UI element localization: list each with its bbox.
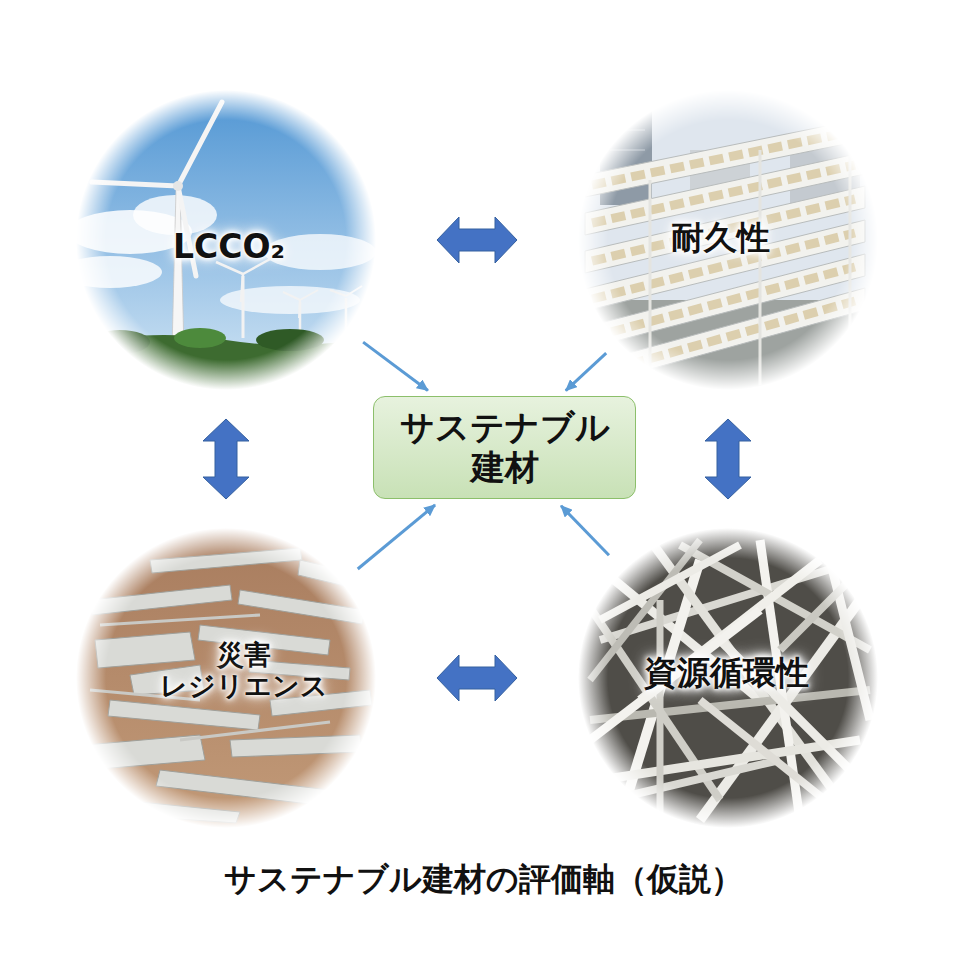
box-label: サステナブル 建材	[391, 408, 618, 486]
photo-circle-node: 災害 レジリエンス	[81, 533, 371, 823]
text-group: 資源循環性	[581, 528, 871, 818]
disaster-debris-photo	[76, 528, 376, 828]
flow-arrow	[358, 505, 435, 569]
double-block-arrow	[437, 217, 517, 263]
flow-arrow	[566, 353, 606, 391]
text-group: LCCO₂	[84, 102, 374, 392]
circle-label: 災害 レジリエンス	[152, 639, 337, 701]
photo-circle-node: LCCO₂	[81, 95, 371, 385]
circle-label: LCCO₂	[173, 228, 285, 266]
center-box: サステナブル 建材	[373, 396, 636, 498]
flow-arrow	[561, 506, 609, 555]
text-group: サステナブル 建材	[391, 408, 618, 486]
double-block-arrow	[437, 655, 517, 701]
exposure-rack-photo	[578, 90, 878, 390]
figure-caption: サステナブル建材の評価軸（仮説）	[0, 858, 967, 902]
wind-turbine-photo	[58, 90, 376, 390]
double-block-arrow	[203, 419, 249, 499]
flow-arrow	[363, 342, 428, 390]
scrap-pile-photo	[578, 528, 878, 828]
double-block-arrow	[705, 419, 751, 499]
text-group: 災害 レジリエンス	[99, 525, 389, 815]
circle-label: 耐久性	[671, 219, 770, 257]
photo-circle-node: 耐久性	[583, 95, 873, 385]
circle-label: 資源循環性	[644, 654, 809, 692]
text-group: 耐久性	[575, 93, 865, 383]
photo-circle-node: 資源循環性	[583, 533, 873, 823]
